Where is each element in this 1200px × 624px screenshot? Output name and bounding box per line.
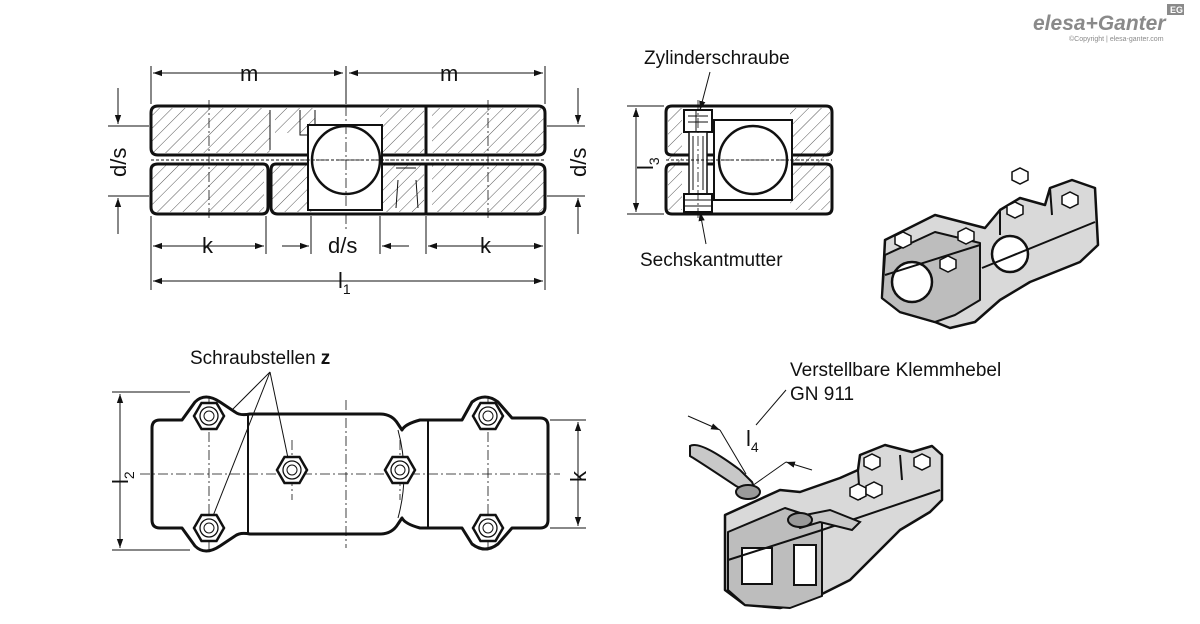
dim-k-right: k <box>480 233 492 258</box>
dim-l2: l2 <box>108 471 137 484</box>
side-section-view <box>664 100 834 220</box>
label-zylinderschraube: Zylinderschraube <box>644 48 790 69</box>
label-klemmhebel-1: Verstellbare Klemmhebel <box>790 360 1001 381</box>
side-view-dimensions: l3 Zylinderschraube Sechskantmutter <box>627 48 790 271</box>
label-klemmhebel-2: GN 911 <box>790 384 854 405</box>
dim-k-left: k <box>202 233 214 258</box>
top-view <box>140 395 560 553</box>
brand-logo: elesa+Ganter EG ©Copyright | elesa-gante… <box>1033 4 1184 43</box>
isometric-clamp-view <box>880 167 1100 330</box>
label-sechskantmutter: Sechskantmutter <box>640 250 783 271</box>
brand-copyright: ©Copyright | elesa-ganter.com <box>1069 35 1164 43</box>
dim-m-right: m <box>440 61 458 86</box>
dim-k-side: k <box>566 470 591 482</box>
front-section-view <box>149 70 547 232</box>
dim-m-left: m <box>240 61 258 86</box>
hex-bolt-icon <box>894 167 1079 273</box>
hex-bolt-icon <box>849 453 931 501</box>
dim-l1: l1 <box>338 268 351 297</box>
dim-l4: l4 <box>746 426 759 455</box>
dim-ds-right: d/s <box>566 148 591 177</box>
lever-dimensions: Verstellbare Klemmhebel GN 911 l4 <box>687 360 1001 487</box>
isometric-lever-view <box>689 443 944 610</box>
dim-ds-bottom: d/s <box>328 233 357 258</box>
brand-badge: EG <box>1170 5 1183 15</box>
front-view-dimensions: m m d/s d/s k d/s k l1 <box>106 61 591 297</box>
dim-l3: l3 <box>633 157 662 170</box>
dim-ds-left: d/s <box>106 148 131 177</box>
brand-name: elesa+Ganter <box>1033 12 1167 35</box>
brand-badge-bg <box>1167 4 1184 15</box>
hex-nut-icon <box>192 401 505 543</box>
